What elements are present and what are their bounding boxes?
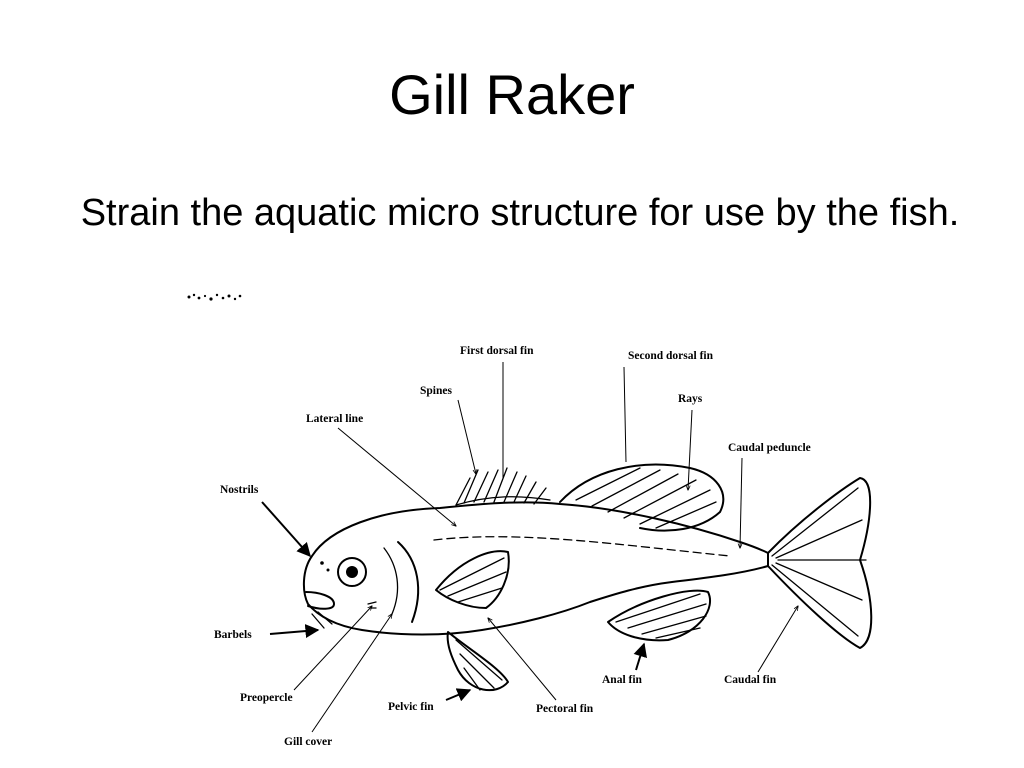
label-nostrils: Nostrils <box>220 484 311 558</box>
label-pectoral-fin: Pectoral fin <box>488 618 594 715</box>
label-anal-fin: Anal fin <box>602 642 647 686</box>
label-caudal-peduncle: Caudal peduncle <box>728 442 811 548</box>
caudal-fin <box>767 477 873 649</box>
second-dorsal-fin <box>559 463 725 532</box>
svg-text:Pelvic fin: Pelvic fin <box>388 701 434 713</box>
svg-text:Nostrils: Nostrils <box>220 484 259 496</box>
slide-body-text: Strain the aquatic micro structure for u… <box>80 192 960 234</box>
svg-text:First dorsal fin: First dorsal fin <box>460 345 534 357</box>
label-rays: Rays <box>678 393 703 490</box>
lateral-line <box>433 536 731 557</box>
label-lateral-line: Lateral line <box>306 413 456 526</box>
svg-text:Second dorsal fin: Second dorsal fin <box>628 350 714 362</box>
svg-text:Barbels: Barbels <box>214 629 252 641</box>
slide-title: Gill Raker <box>389 63 635 126</box>
fish-body <box>302 501 769 636</box>
label-pelvic-fin: Pelvic fin <box>388 688 472 713</box>
label-spines: Spines <box>420 385 476 474</box>
pectoral-fin <box>435 550 510 609</box>
svg-text:Caudal peduncle: Caudal peduncle <box>728 442 811 454</box>
label-barbels: Barbels <box>214 624 320 641</box>
svg-text:Preopercle: Preopercle <box>240 692 293 704</box>
label-caudal-fin: Caudal fin <box>724 606 798 686</box>
svg-text:Caudal fin: Caudal fin <box>724 674 777 686</box>
svg-text:Gill cover: Gill cover <box>284 736 332 748</box>
svg-text:Rays: Rays <box>678 393 703 405</box>
scan-artifact <box>187 293 242 301</box>
svg-text:Lateral line: Lateral line <box>306 413 363 425</box>
first-dorsal-fin <box>455 467 551 506</box>
label-gill-cover: Gill cover <box>284 614 392 748</box>
svg-text:Spines: Spines <box>420 385 452 397</box>
anal-fin <box>607 589 711 642</box>
svg-text:Anal fin: Anal fin <box>602 674 643 686</box>
label-first-dorsal-fin: First dorsal fin <box>460 345 534 478</box>
label-second-dorsal-fin: Second dorsal fin <box>623 350 714 463</box>
label-preopercle: Preopercle <box>240 606 372 704</box>
svg-text:Pectoral fin: Pectoral fin <box>536 703 594 715</box>
pelvic-fin <box>446 631 509 691</box>
